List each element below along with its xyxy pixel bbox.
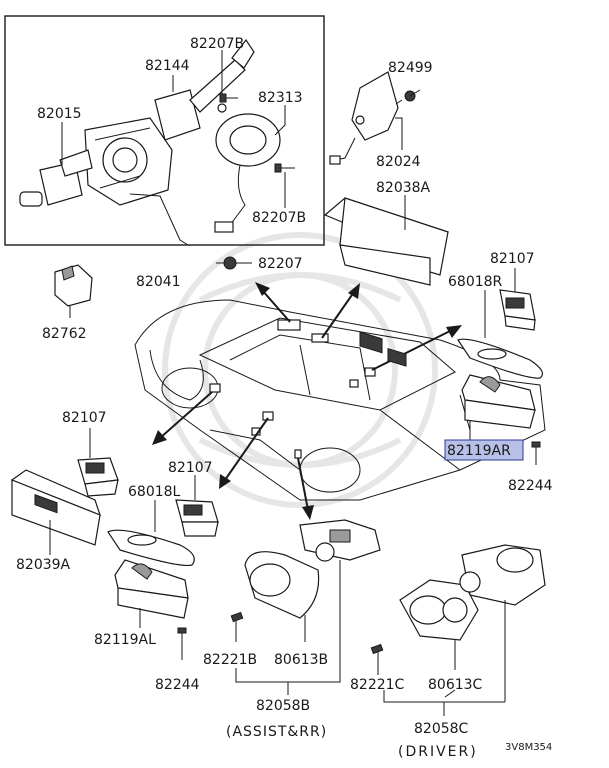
door-switch-82058B[interactable] xyxy=(299,519,381,675)
screw-82221C[interactable] xyxy=(370,643,384,675)
label-82107-mid[interactable]: 82107 xyxy=(168,460,213,476)
label-82119AL[interactable]: 82119AL xyxy=(94,632,156,648)
label-82144[interactable]: 82144 xyxy=(145,58,190,74)
label-82058B[interactable]: 82058B xyxy=(256,698,310,714)
screw-82207B-bottom[interactable] xyxy=(274,163,295,173)
label-82313[interactable]: 82313 xyxy=(258,90,303,106)
door-trim-68018L[interactable] xyxy=(107,500,195,567)
screw-82244-right[interactable] xyxy=(531,441,541,465)
label-82058C[interactable]: 82058C xyxy=(414,721,469,737)
cover-80613B[interactable] xyxy=(244,551,320,642)
inset-frame xyxy=(4,15,325,246)
window-switch-82107-right[interactable] xyxy=(499,268,536,331)
door-trim-68018R[interactable] xyxy=(457,290,543,379)
screw-82244-left[interactable] xyxy=(177,627,187,660)
switch-panel-82039A[interactable] xyxy=(10,469,101,555)
screw-82221B[interactable] xyxy=(230,611,244,642)
label-82221C[interactable]: 82221C xyxy=(350,677,405,693)
label-82762[interactable]: 82762 xyxy=(42,326,87,342)
label-82015[interactable]: 82015 xyxy=(37,106,82,122)
label-82039A[interactable]: 82039A xyxy=(16,557,71,573)
switch-panel-82119AR[interactable] xyxy=(461,374,536,440)
power-window-master-switch-82038A[interactable] xyxy=(323,195,449,367)
label-82207[interactable]: 82207 xyxy=(258,256,303,272)
label-82041[interactable]: 82041 xyxy=(136,274,181,290)
label-68018R[interactable]: 68018R xyxy=(448,274,503,290)
label-82024[interactable]: 82024 xyxy=(376,154,421,170)
door-switch-82058C[interactable] xyxy=(459,544,546,702)
screw-82207[interactable] xyxy=(216,256,252,270)
label-82244-right[interactable]: 82244 xyxy=(508,478,553,494)
label-82221B[interactable]: 82221B xyxy=(203,652,257,668)
label-82119AR[interactable]: 82119AR xyxy=(447,443,511,459)
switch-panel-82119AL[interactable] xyxy=(114,559,189,628)
label-82107-right[interactable]: 82107 xyxy=(490,251,535,267)
label-82207B-top[interactable]: 82207B xyxy=(190,36,244,52)
label-68018L[interactable]: 68018L xyxy=(128,484,181,500)
window-switch-82107-left[interactable] xyxy=(77,428,119,497)
diagram-code: 3V8M354 xyxy=(505,742,552,753)
clock-spring-82313[interactable] xyxy=(214,113,281,233)
label-82038A[interactable]: 82038A xyxy=(376,180,431,196)
highlight-82119AR xyxy=(444,439,524,461)
cover-80613C[interactable] xyxy=(399,579,479,670)
car-switch-locations xyxy=(209,319,376,459)
stalk-switch-82144[interactable] xyxy=(154,38,255,141)
location-arrows xyxy=(152,282,462,520)
label-82244-left[interactable]: 82244 xyxy=(155,677,200,693)
group-bracket-lines xyxy=(235,668,505,716)
bolt-82499[interactable] xyxy=(395,89,421,105)
window-switch-82107-mid[interactable] xyxy=(175,475,219,537)
bracket-82024[interactable] xyxy=(329,71,403,165)
part-labels: 82207B 82144 82313 82015 82207B 82041 82… xyxy=(16,36,553,760)
inset-leader-lines xyxy=(61,50,286,246)
label-82207B-bottom[interactable]: 82207B xyxy=(252,210,306,226)
label-80613B[interactable]: 80613B xyxy=(274,652,328,668)
label-82107-left[interactable]: 82107 xyxy=(62,410,107,426)
label-80613C[interactable]: 80613C xyxy=(428,677,483,693)
label-82499[interactable]: 82499 xyxy=(388,60,433,76)
relay-82762[interactable] xyxy=(54,264,93,318)
combination-switch-82015[interactable] xyxy=(19,117,173,207)
screw-82207B-top[interactable] xyxy=(219,93,238,103)
caption-driver: (DRIVER) xyxy=(398,744,478,760)
caption-assist-rr: (ASSIST&RR) xyxy=(226,724,327,740)
